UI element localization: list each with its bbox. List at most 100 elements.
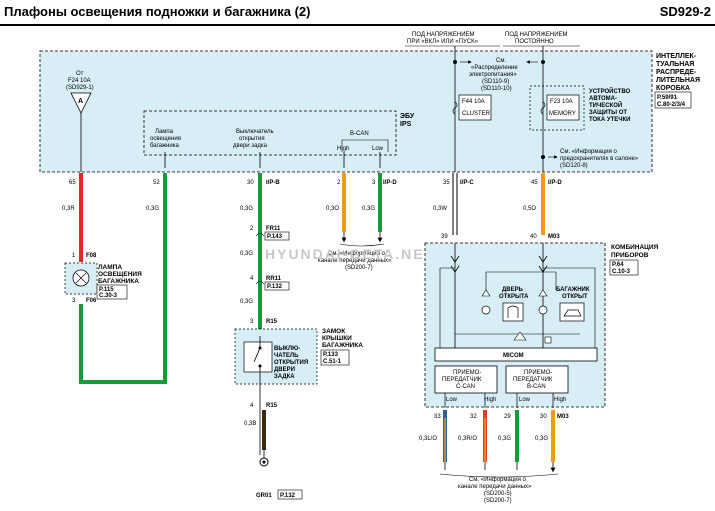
- jb-title-line: РАСПРЕДЕ-: [656, 69, 697, 76]
- lock-label: КРЫШКИ: [322, 335, 352, 342]
- pin-number: 30: [540, 414, 547, 420]
- micom-label: MICOM: [503, 353, 524, 359]
- wire-label: 0,3L/O: [419, 436, 437, 442]
- leak-protection-box: [529, 85, 585, 131]
- pin-number: 33: [434, 414, 441, 420]
- wire-label: 0,3R/O: [458, 436, 477, 442]
- pin-label: 65: [69, 180, 76, 186]
- pin-label: 3: [372, 180, 376, 186]
- pin-number: 4: [250, 276, 254, 282]
- door-open-label: ДВЕРЬ: [502, 287, 524, 293]
- ign-label: ПРИ «ВКЛ» ИЛИ «ПУСК»: [407, 39, 479, 45]
- leak-label: ЗАЩИТЫ ОТ: [589, 110, 627, 116]
- bottom-note: (SD200-7): [484, 498, 512, 504]
- dist-ref: См.: [496, 58, 506, 64]
- bcan-label: B-CAN: [350, 131, 369, 137]
- ign-label: ПОД НАПРЯЖЕНИЕМ: [412, 32, 475, 38]
- trunk-lamp-label: ЛАМПА: [98, 264, 122, 271]
- pin-label: 2: [337, 180, 341, 186]
- page-header: Плафоны освещения подножки и багажника (…: [0, 0, 715, 24]
- connector-label: RR11: [266, 276, 282, 282]
- pin-label: 35: [443, 180, 450, 186]
- pin-number: 3: [72, 298, 76, 304]
- lock-switch-label: ВЫКЛЮ-: [274, 346, 300, 352]
- f44-rating: F44 10A: [462, 99, 485, 105]
- ecu-label: ЭБУ: [400, 113, 415, 120]
- ips-lamp-label: освещения: [150, 136, 181, 142]
- can-note: канале передачи данных»: [318, 258, 392, 264]
- car-trunk-icon: [559, 302, 585, 322]
- f23-rating: F23 10A: [550, 99, 573, 105]
- jb-title-line: ТУАЛЬНАЯ: [656, 61, 694, 68]
- ccan-label: ПЕРЕДАТЧИК: [442, 377, 482, 383]
- trunk-open-label: БАГАЖНИК: [556, 287, 590, 293]
- wire-label: 0,3G: [240, 299, 253, 305]
- trunk-open-label: ОТКРЫТ: [562, 294, 588, 300]
- ips-lamp-label: багажника: [150, 143, 179, 149]
- leak-label: АВТОМА-: [589, 96, 617, 102]
- dist-ref: (SD110-9): [482, 79, 509, 85]
- trunk-lamp-label: БАГАЖНИКА: [98, 278, 139, 285]
- lock-ref: P.133: [323, 352, 339, 358]
- high-label: High: [337, 146, 349, 152]
- lock-switch-label: ДВЕРИ: [274, 367, 295, 373]
- can-note: (SD200-7): [345, 265, 373, 271]
- svg-text:A: A: [78, 98, 83, 105]
- bottom-note: канале передачи данных»: [458, 484, 532, 490]
- ccan-transceiver: [434, 365, 498, 394]
- ips-switch-label: Выключатель: [236, 129, 274, 135]
- jb-ref-page: P.59/91: [657, 95, 678, 101]
- pin-number: 39: [441, 234, 448, 240]
- cluster-ref: P.64: [612, 262, 624, 268]
- dist-ref: (SD110-10): [481, 86, 512, 92]
- pin-number: 4: [250, 403, 254, 409]
- diagram-code: SD929-2: [659, 4, 711, 19]
- connector-label: R15: [266, 319, 278, 325]
- pin-number: 1: [72, 253, 76, 259]
- lock-ref: C.51-1: [323, 359, 342, 365]
- lock-label: ЗАМОК: [322, 328, 345, 335]
- pin-connector: I/P-C: [460, 180, 474, 186]
- pin-number: 2: [250, 226, 254, 232]
- pin-label: 45: [531, 180, 538, 186]
- ips-lamp-label: Лампа: [155, 129, 174, 135]
- pin-label: 30: [247, 180, 254, 186]
- fuse-f24-source: От F24 10A (SD929-1) A: [66, 71, 94, 172]
- lock-label: БАГАЖНИКА: [322, 342, 363, 349]
- can-note: См. «Информация о: [328, 251, 386, 257]
- wire-label: 0,5O: [523, 206, 536, 212]
- page-title: Плафоны освещения подножки и багажника (…: [4, 4, 311, 19]
- lock-switch-label: ЗАДКА: [274, 374, 295, 380]
- pin-number: 40: [530, 234, 537, 240]
- led-icon: [538, 289, 548, 297]
- lock-switch-label: ЧАТЕЛЬ: [274, 353, 299, 359]
- pin-number: 3: [250, 319, 254, 325]
- bat-label: ПОСТОЯННО: [515, 39, 554, 45]
- switch-icon: [253, 347, 261, 363]
- pin-number: 32: [470, 414, 477, 420]
- f24-label: F24 10A: [68, 78, 91, 84]
- pin-label: 52: [153, 180, 160, 186]
- connector-ref: P.132: [267, 284, 283, 290]
- wire-label: 0,3G: [240, 206, 253, 212]
- wire-label: 0,3O: [326, 206, 339, 212]
- dist-ref: электропитания»: [469, 72, 517, 78]
- wire-label: 0,3G: [498, 436, 511, 442]
- wire-label: 0,3R: [62, 206, 75, 212]
- leak-label: ТИЧЕСКОЙ: [589, 101, 622, 109]
- connector-ref: P.143: [267, 234, 283, 240]
- pin-connector: I/P-B: [266, 180, 280, 186]
- f24-label: От: [76, 71, 84, 77]
- power-labels: ПОД НАПРЯЖЕНИЕМ ПРИ «ВКЛ» ИЛИ «ПУСК» ПОД…: [405, 32, 580, 47]
- bcan-label: B-CAN: [527, 384, 546, 390]
- header-divider: [0, 24, 715, 26]
- trunk-lamp-ref: P.115: [99, 287, 114, 293]
- connector-label: R15: [266, 403, 278, 409]
- bcan-transceiver: [505, 365, 569, 394]
- cluster-title: ПРИБОРОВ: [611, 252, 649, 259]
- trunk-lamp-label: ОСВЕЩЕНИЯ: [98, 271, 142, 278]
- f24-label: (SD929-1): [66, 85, 94, 91]
- f44-name: CLUSTER: [462, 111, 491, 117]
- wire-label: 0,3B: [244, 421, 256, 427]
